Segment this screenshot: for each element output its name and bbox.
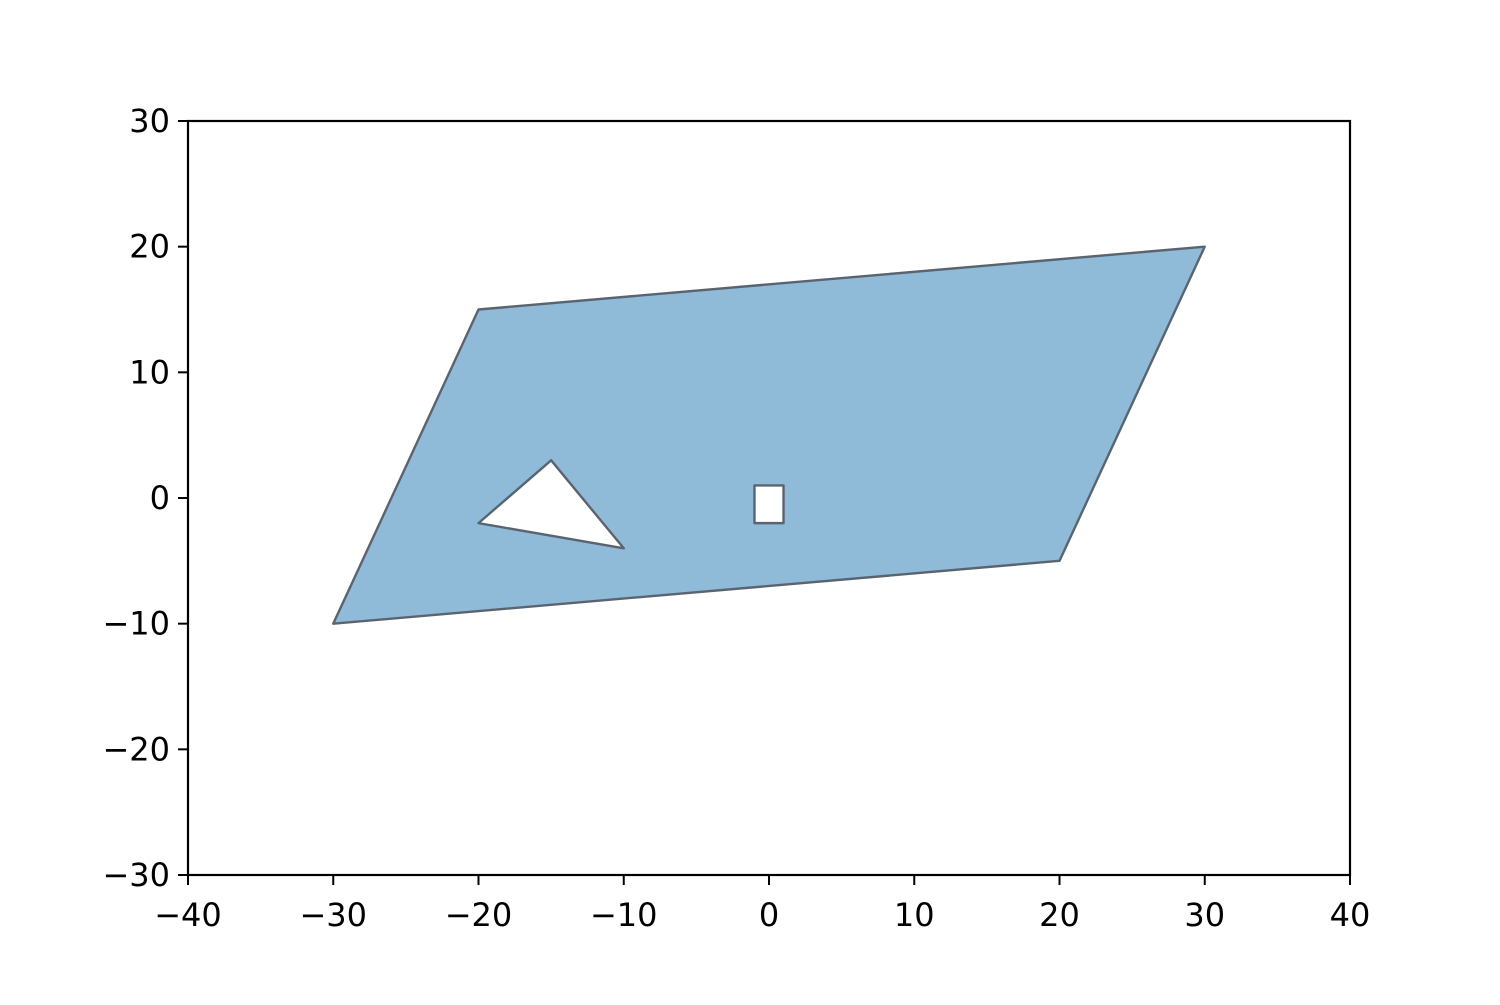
x-tick-label: 10: [894, 896, 935, 934]
x-tick-label: 30: [1184, 896, 1225, 934]
x-axis-ticks: −40 −30 −20 −10 0 10 20 30 40: [154, 875, 1370, 934]
y-tick-label: 10: [129, 353, 170, 391]
y-tick-label: 30: [129, 102, 170, 140]
y-tick-label: −10: [102, 605, 170, 643]
y-tick-label: 0: [150, 479, 170, 517]
polygon-hole-1-edge: [477, 459, 625, 550]
polygon-exterior-edge: [332, 245, 1206, 625]
y-tick-label: 20: [129, 228, 170, 266]
x-tick-label: 20: [1039, 896, 1080, 934]
y-tick-label: −20: [102, 730, 170, 768]
polygon-hole-2-edge: [753, 484, 785, 525]
x-tick-label: −30: [299, 896, 367, 934]
y-axis-ticks: −30 −20 −10 0 10 20 30: [102, 102, 188, 894]
x-tick-label: −20: [445, 896, 513, 934]
axes-frame: [186, 119, 1352, 877]
x-tick-label: 40: [1330, 896, 1371, 934]
x-tick-label: −40: [154, 896, 222, 934]
y-tick-label: −30: [102, 856, 170, 894]
plot-layer: [332, 245, 1206, 625]
x-tick-label: 0: [759, 896, 779, 934]
polygon-fill: [333, 246, 1205, 624]
x-tick-label: −10: [590, 896, 658, 934]
